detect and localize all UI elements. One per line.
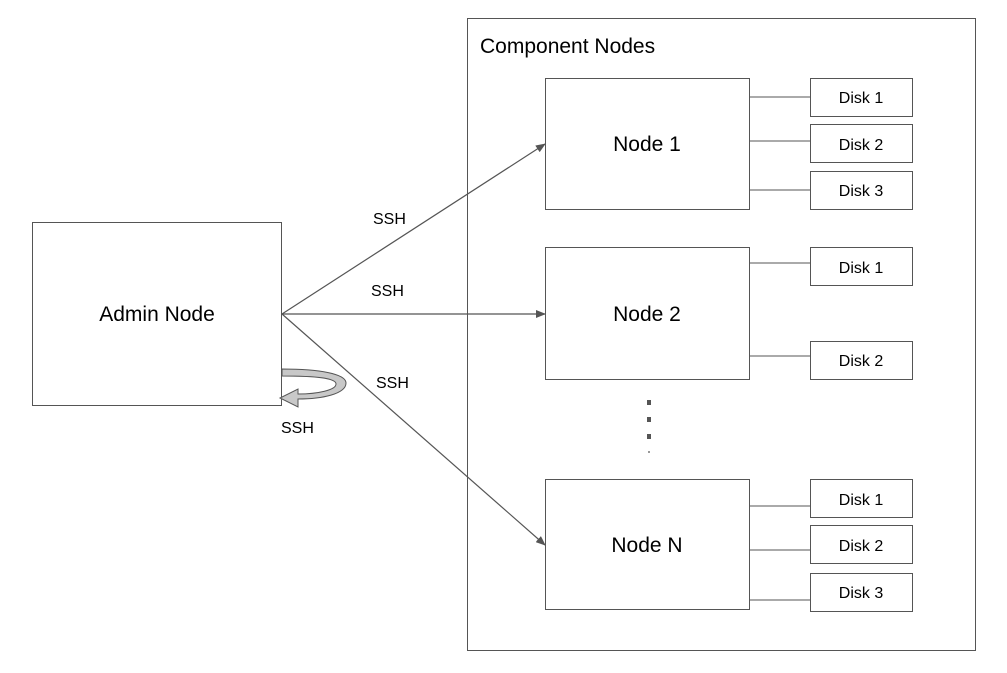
disk-box (810, 479, 913, 518)
node-n-label: Node N (611, 534, 682, 557)
node-2-box (545, 247, 750, 380)
disk-label: Disk 3 (839, 585, 884, 602)
disk-label: Disk 2 (839, 538, 884, 555)
ssh-self-loop: SSH (278, 368, 347, 437)
node-1-box (545, 78, 750, 210)
component-nodes-label: Component Nodes (480, 35, 655, 58)
admin-node: Admin Node (32, 222, 282, 406)
disk-label: Disk 3 (839, 183, 884, 200)
disk-box (810, 247, 913, 286)
disk-box (810, 341, 913, 380)
ssh-connection-node-n: SSH (281, 313, 546, 546)
node-1-label: Node 1 (613, 133, 681, 156)
node-1: Node 1 Disk 1 Disk 2 Disk 3 (545, 78, 913, 210)
ssh-arrow-node-1 (281, 143, 546, 315)
ssh-connection-node-1: SSH (281, 143, 546, 315)
disk-label: Disk 2 (839, 137, 884, 154)
more-nodes-ellipsis-icon (647, 400, 651, 453)
ssh-arrow-node-n (281, 313, 546, 546)
ssh-connection-node-2: SSH (282, 283, 546, 318)
admin-node-label: Admin Node (99, 303, 215, 326)
ssh-self-label: SSH (281, 420, 314, 437)
disk-box (810, 171, 913, 210)
disk-label: Disk 1 (839, 492, 884, 509)
admin-node-box (32, 222, 282, 406)
node-2-label: Node 2 (613, 303, 681, 326)
node-n: Node N Disk 1 Disk 2 Disk 3 (545, 479, 913, 612)
node-2: Node 2 Disk 1 Disk 2 (545, 247, 913, 380)
ssh-label-node-n: SSH (376, 375, 409, 392)
disk-label: Disk 1 (839, 260, 884, 277)
ssh-label-node-1: SSH (373, 211, 406, 228)
ssh-label-node-2: SSH (371, 283, 404, 300)
self-loop-arrow-icon (278, 368, 347, 408)
disk-box (810, 124, 913, 163)
disk-box (810, 78, 913, 117)
disk-label: Disk 1 (839, 90, 884, 107)
node-n-box (545, 479, 750, 610)
disk-label: Disk 2 (839, 353, 884, 370)
disk-box (810, 573, 913, 612)
disk-box (810, 525, 913, 564)
